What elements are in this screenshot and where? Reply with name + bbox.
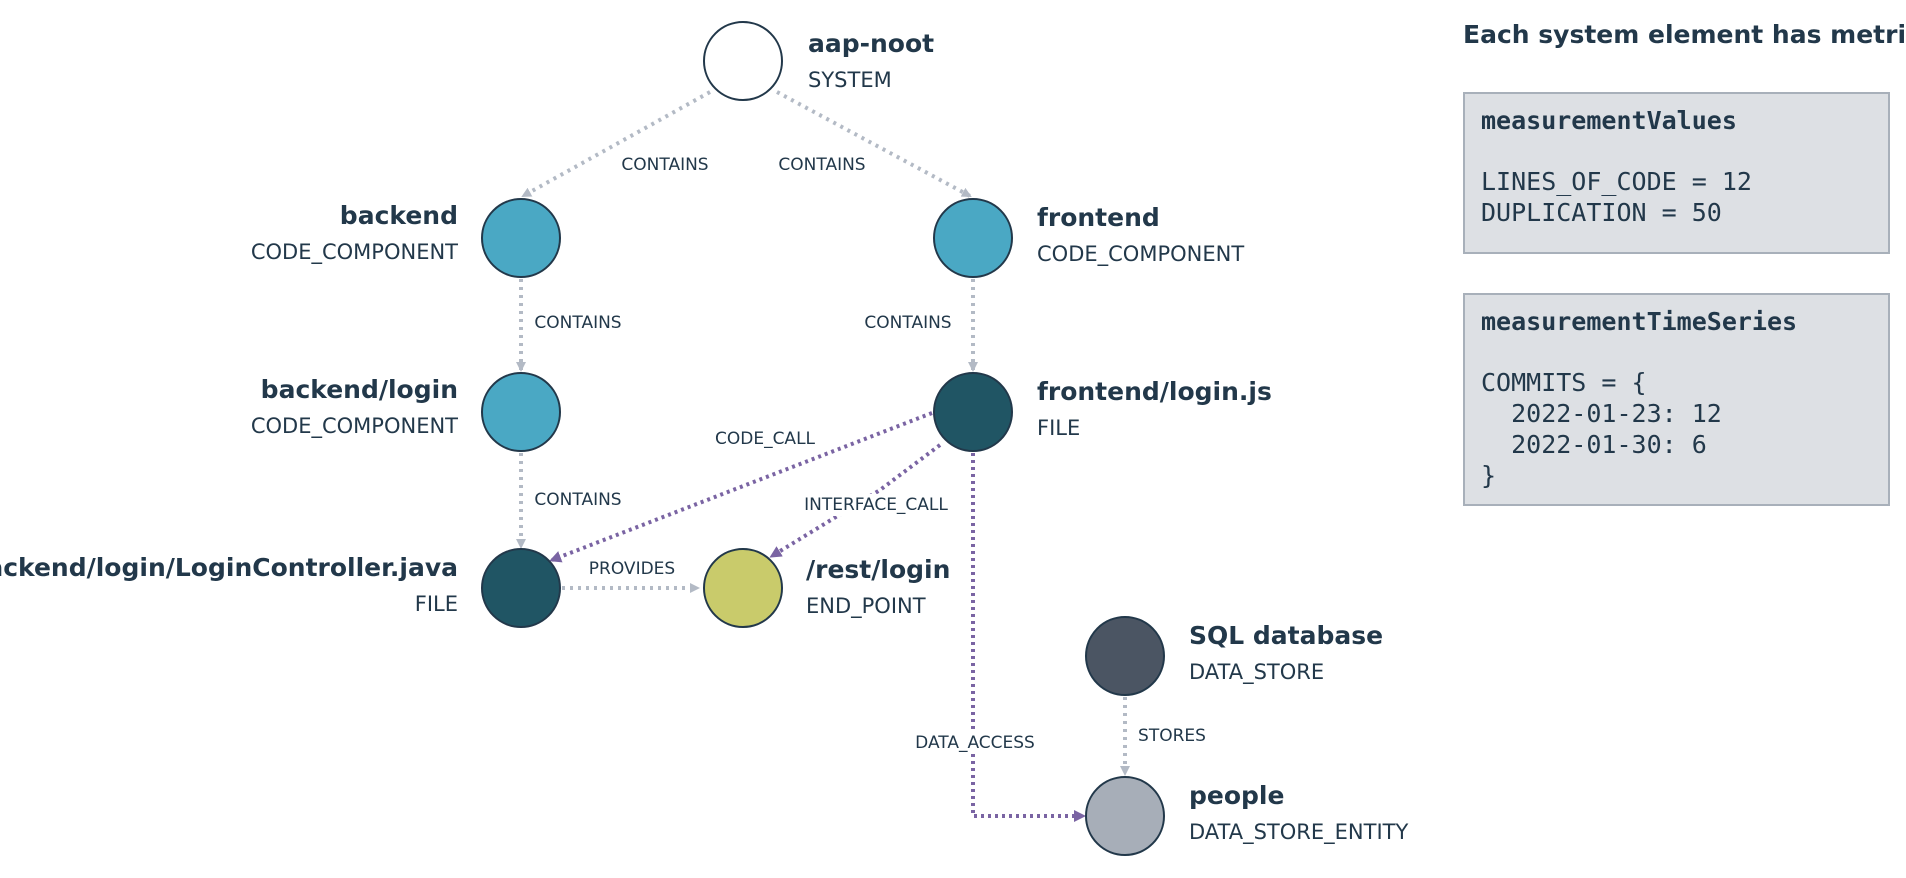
node-name: backend: [339, 201, 458, 230]
node-aap-noot[interactable]: [703, 21, 783, 101]
node-rest-login[interactable]: [703, 548, 783, 628]
edge-label: INTERFACE_CALL: [801, 494, 951, 516]
node-backend[interactable]: [481, 198, 561, 278]
node-name: frontend/login.js: [1037, 377, 1272, 406]
node-type: DATA_STORE: [1189, 660, 1325, 684]
node-type: END_POINT: [806, 594, 926, 618]
node-frontend[interactable]: [933, 198, 1013, 278]
node-people[interactable]: [1085, 776, 1165, 856]
edge-label: CONTAINS: [531, 312, 625, 334]
measurement-series-line: 2022-01-30: 6: [1481, 430, 1707, 459]
edge-label: CONTAINS: [531, 489, 625, 511]
edge-code-call: [549, 411, 933, 563]
measurement-value-line: DUPLICATION = 50: [1481, 198, 1722, 227]
node-type: CODE_COMPONENT: [1037, 242, 1245, 266]
node-name: SQL database: [1189, 621, 1384, 650]
node-type: FILE: [414, 592, 458, 616]
node-name: backend/login: [260, 375, 458, 404]
edge-label: PROVIDES: [585, 558, 679, 580]
measurement-values-title: measurementValues: [1481, 106, 1737, 135]
node-name: /rest/login: [806, 555, 951, 584]
node-type: CODE_COMPONENT: [250, 240, 458, 264]
metrics-heading: Each system element has metrics:: [1463, 20, 1906, 49]
measurement-time-series-box: measurementTimeSeries COMMITS = { 2022-0…: [1463, 293, 1890, 506]
edge-contains: [521, 90, 711, 198]
node-name: frontend: [1037, 203, 1160, 232]
edge-label: CONTAINS: [775, 154, 869, 176]
node-name: aap-noot: [808, 29, 935, 58]
measurement-time-series-title: measurementTimeSeries: [1481, 307, 1798, 336]
node-name: people: [1189, 781, 1285, 810]
edge-label: CONTAINS: [861, 312, 955, 334]
edge-contains: [776, 90, 972, 198]
measurement-series-line: }: [1481, 461, 1497, 490]
edge-label: DATA_ACCESS: [912, 732, 1038, 754]
measurement-series-line: 2022-01-23: 12: [1481, 399, 1722, 428]
node-sql-database[interactable]: [1085, 616, 1165, 696]
edge-label: CODE_CALL: [711, 428, 819, 450]
node-type: CODE_COMPONENT: [250, 414, 458, 438]
node-type: SYSTEM: [808, 68, 892, 92]
edge-label: CONTAINS: [618, 154, 712, 176]
node-frontend-login[interactable]: [933, 372, 1013, 452]
node-backend-login[interactable]: [481, 372, 561, 452]
measurement-series-line: COMMITS = {: [1481, 368, 1647, 397]
node-login-controller[interactable]: [481, 548, 561, 628]
edge-data-access: [971, 453, 1086, 822]
node-type: DATA_STORE_ENTITY: [1189, 820, 1409, 844]
measurement-value-line: LINES_OF_CODE = 12: [1481, 167, 1752, 196]
node-type: FILE: [1037, 416, 1081, 440]
edge-label: STORES: [1135, 725, 1209, 747]
measurement-values-box: measurementValues LINES_OF_CODE = 12 DUP…: [1463, 92, 1890, 254]
node-name: backend/login/LoginController.java: [0, 553, 458, 582]
